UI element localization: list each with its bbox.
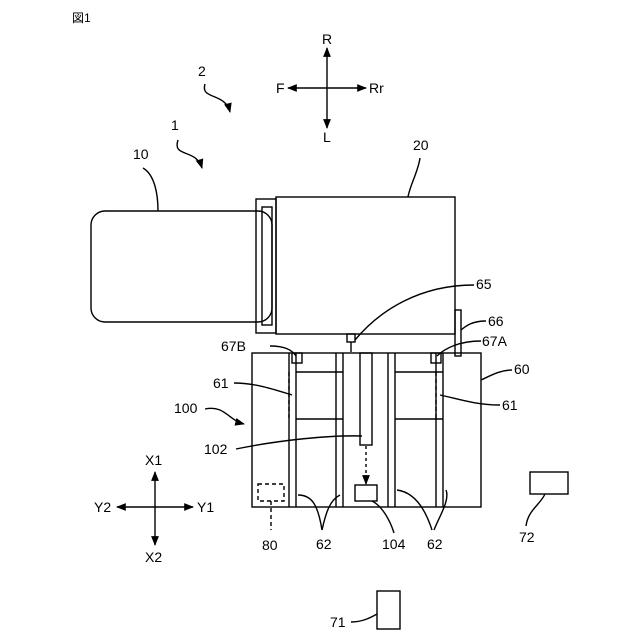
coupling-bracket bbox=[256, 199, 276, 333]
unit-71: 71 bbox=[330, 591, 400, 630]
vehicle-cab-10: 10 bbox=[91, 146, 272, 322]
ref-100-label: 100 bbox=[174, 400, 198, 416]
system-reference-2: 2 bbox=[198, 63, 230, 112]
axis-y1-label: Y1 bbox=[197, 499, 214, 515]
ref-2-label: 2 bbox=[198, 63, 206, 79]
ref-104-label: 104 bbox=[382, 536, 406, 552]
ref-67b-label: 67B bbox=[221, 338, 246, 354]
ref-60-label: 60 bbox=[514, 361, 530, 377]
system-reference-1: 1 bbox=[171, 117, 202, 168]
axis-x2-label: X2 bbox=[145, 549, 162, 565]
xy-axis-indicator: X1 X2 Y2 Y1 bbox=[94, 452, 214, 565]
compass-rr-label: Rr bbox=[369, 80, 384, 96]
ref-66-label: 66 bbox=[488, 313, 504, 329]
station-body-60: 60 bbox=[252, 353, 530, 530]
axis-x1-label: X1 bbox=[145, 452, 162, 468]
compass-r-label: R bbox=[322, 31, 332, 47]
unit-72: 72 bbox=[519, 472, 568, 545]
ref-80-label: 80 bbox=[262, 537, 278, 553]
compass-l-label: L bbox=[323, 129, 331, 145]
ref-10-label: 10 bbox=[133, 146, 149, 162]
ref-67a-label: 67A bbox=[482, 333, 508, 349]
direction-compass: R L F Rr bbox=[276, 31, 384, 145]
ref-102-label: 102 bbox=[204, 441, 228, 457]
connector-65: 65 bbox=[347, 276, 492, 352]
ref-62-left-label: 62 bbox=[316, 536, 332, 552]
ref-62-right-label: 62 bbox=[427, 536, 443, 552]
station-labels: 67B 67A 61 61 100 102 80 62 104 62 bbox=[174, 333, 518, 553]
compass-f-label: F bbox=[276, 80, 285, 96]
ref-72-label: 72 bbox=[519, 529, 535, 545]
cargo-box-20: 20 bbox=[276, 137, 455, 334]
figure-title: 図1 bbox=[72, 11, 91, 25]
axis-y2-label: Y2 bbox=[94, 499, 111, 515]
ref-71-label: 71 bbox=[330, 614, 346, 630]
ref-61-left-label: 61 bbox=[213, 375, 229, 391]
ref-1-label: 1 bbox=[171, 117, 179, 133]
ref-65-label: 65 bbox=[476, 276, 492, 292]
ref-20-label: 20 bbox=[413, 137, 429, 153]
ref-61-right-label: 61 bbox=[502, 397, 518, 413]
